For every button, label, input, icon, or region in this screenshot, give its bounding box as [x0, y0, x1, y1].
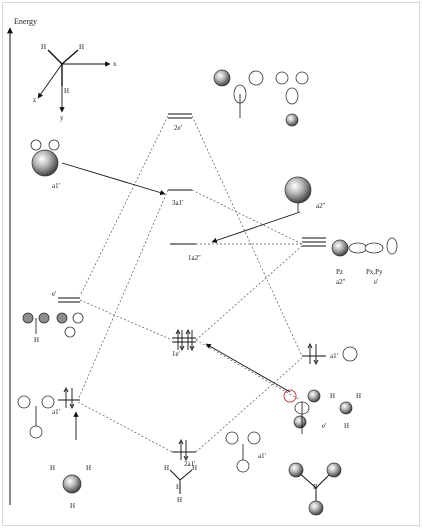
left-a1-low-label: a1'	[52, 408, 60, 416]
h-label-top-left: H	[41, 43, 46, 51]
right-a2-orbital: a2''	[284, 176, 325, 212]
bottom-bh3-boron: B	[288, 462, 342, 516]
right-pz-label: Pz	[336, 268, 343, 276]
arrow-a2-to-1a2	[211, 211, 301, 243]
h-label-top-right: H	[79, 43, 84, 51]
label-3a1-star: 3a1'	[172, 199, 183, 207]
right-pxpy-sym: e'	[374, 278, 378, 286]
arrow-e-to-1e	[205, 343, 291, 393]
right-e-orbitals: e'	[283, 389, 326, 434]
energy-label: Energy	[14, 17, 37, 26]
right-e-label: e'	[322, 422, 326, 430]
left-a1-low-orbitals	[17, 395, 55, 439]
left-e-level: e'	[52, 290, 80, 303]
y-axis-label: y	[60, 114, 64, 122]
right-small-h3: H	[344, 422, 349, 430]
bh3-h-right: H	[192, 464, 197, 472]
right-s-label: a1'	[330, 352, 338, 360]
label-2e-star: 2e'	[174, 124, 182, 132]
label-1a2: 1a2''	[188, 254, 201, 262]
left-a1-top-orbital: a1'	[30, 139, 60, 190]
x-axis-label: x	[113, 60, 117, 68]
coordinate-axes: x y z H H H	[33, 43, 117, 122]
right-a2-label: a2''	[316, 202, 325, 210]
bh3-h-left: H	[164, 464, 169, 472]
label-1e: 1e'	[172, 350, 180, 358]
right-small-h2: H	[356, 392, 361, 400]
right-s-level: a1'	[302, 342, 358, 366]
right-p-level: Pz a2'' Px,Py e'	[302, 237, 398, 286]
h3-fragment-molecule: H H H	[50, 464, 91, 510]
h3-h-right: H	[86, 464, 91, 472]
h3-h-left: H	[50, 464, 55, 472]
right-small-h1: H	[330, 392, 335, 400]
right-top-orbitals	[213, 69, 309, 127]
arrow-left-a1-to-3a1	[61, 162, 166, 196]
bh3-b-center: H	[176, 483, 181, 491]
left-a1-top-label: a1'	[52, 182, 60, 190]
right-bh3-small: H H H	[330, 392, 361, 430]
left-e-label: e'	[52, 290, 56, 298]
label-2a1: 2a1'	[184, 460, 195, 468]
bottom-a1-orbitals: a1'	[225, 431, 266, 473]
h-label-bottom: H	[64, 87, 69, 95]
z-axis-label: z	[33, 96, 36, 104]
left-a1-low-level: a1'	[52, 386, 80, 416]
mo-level-1a2: 1a2''	[170, 243, 201, 262]
mo-level-2e-star: 2e'	[168, 113, 192, 132]
h3-h-bottom: H	[70, 502, 75, 510]
bottom-b-label: B	[313, 483, 318, 491]
mo-level-2a1: 2a1'	[172, 438, 196, 468]
right-pz-sym: a2''	[336, 278, 345, 286]
mo-level-1e: 1e'	[172, 328, 196, 358]
left-e-orbitals: H	[22, 312, 84, 344]
left-e-h-label: H	[34, 336, 39, 344]
bh3-h-bottom: H	[177, 496, 182, 504]
right-pxpy-label: Px,Py	[366, 268, 383, 276]
bottom-a1-label: a1'	[258, 452, 266, 460]
mo-level-3a1-star: 3a1'	[168, 189, 192, 207]
correlation-lines	[77, 115, 303, 453]
bh3-molecule-center: H H H H	[164, 464, 197, 504]
